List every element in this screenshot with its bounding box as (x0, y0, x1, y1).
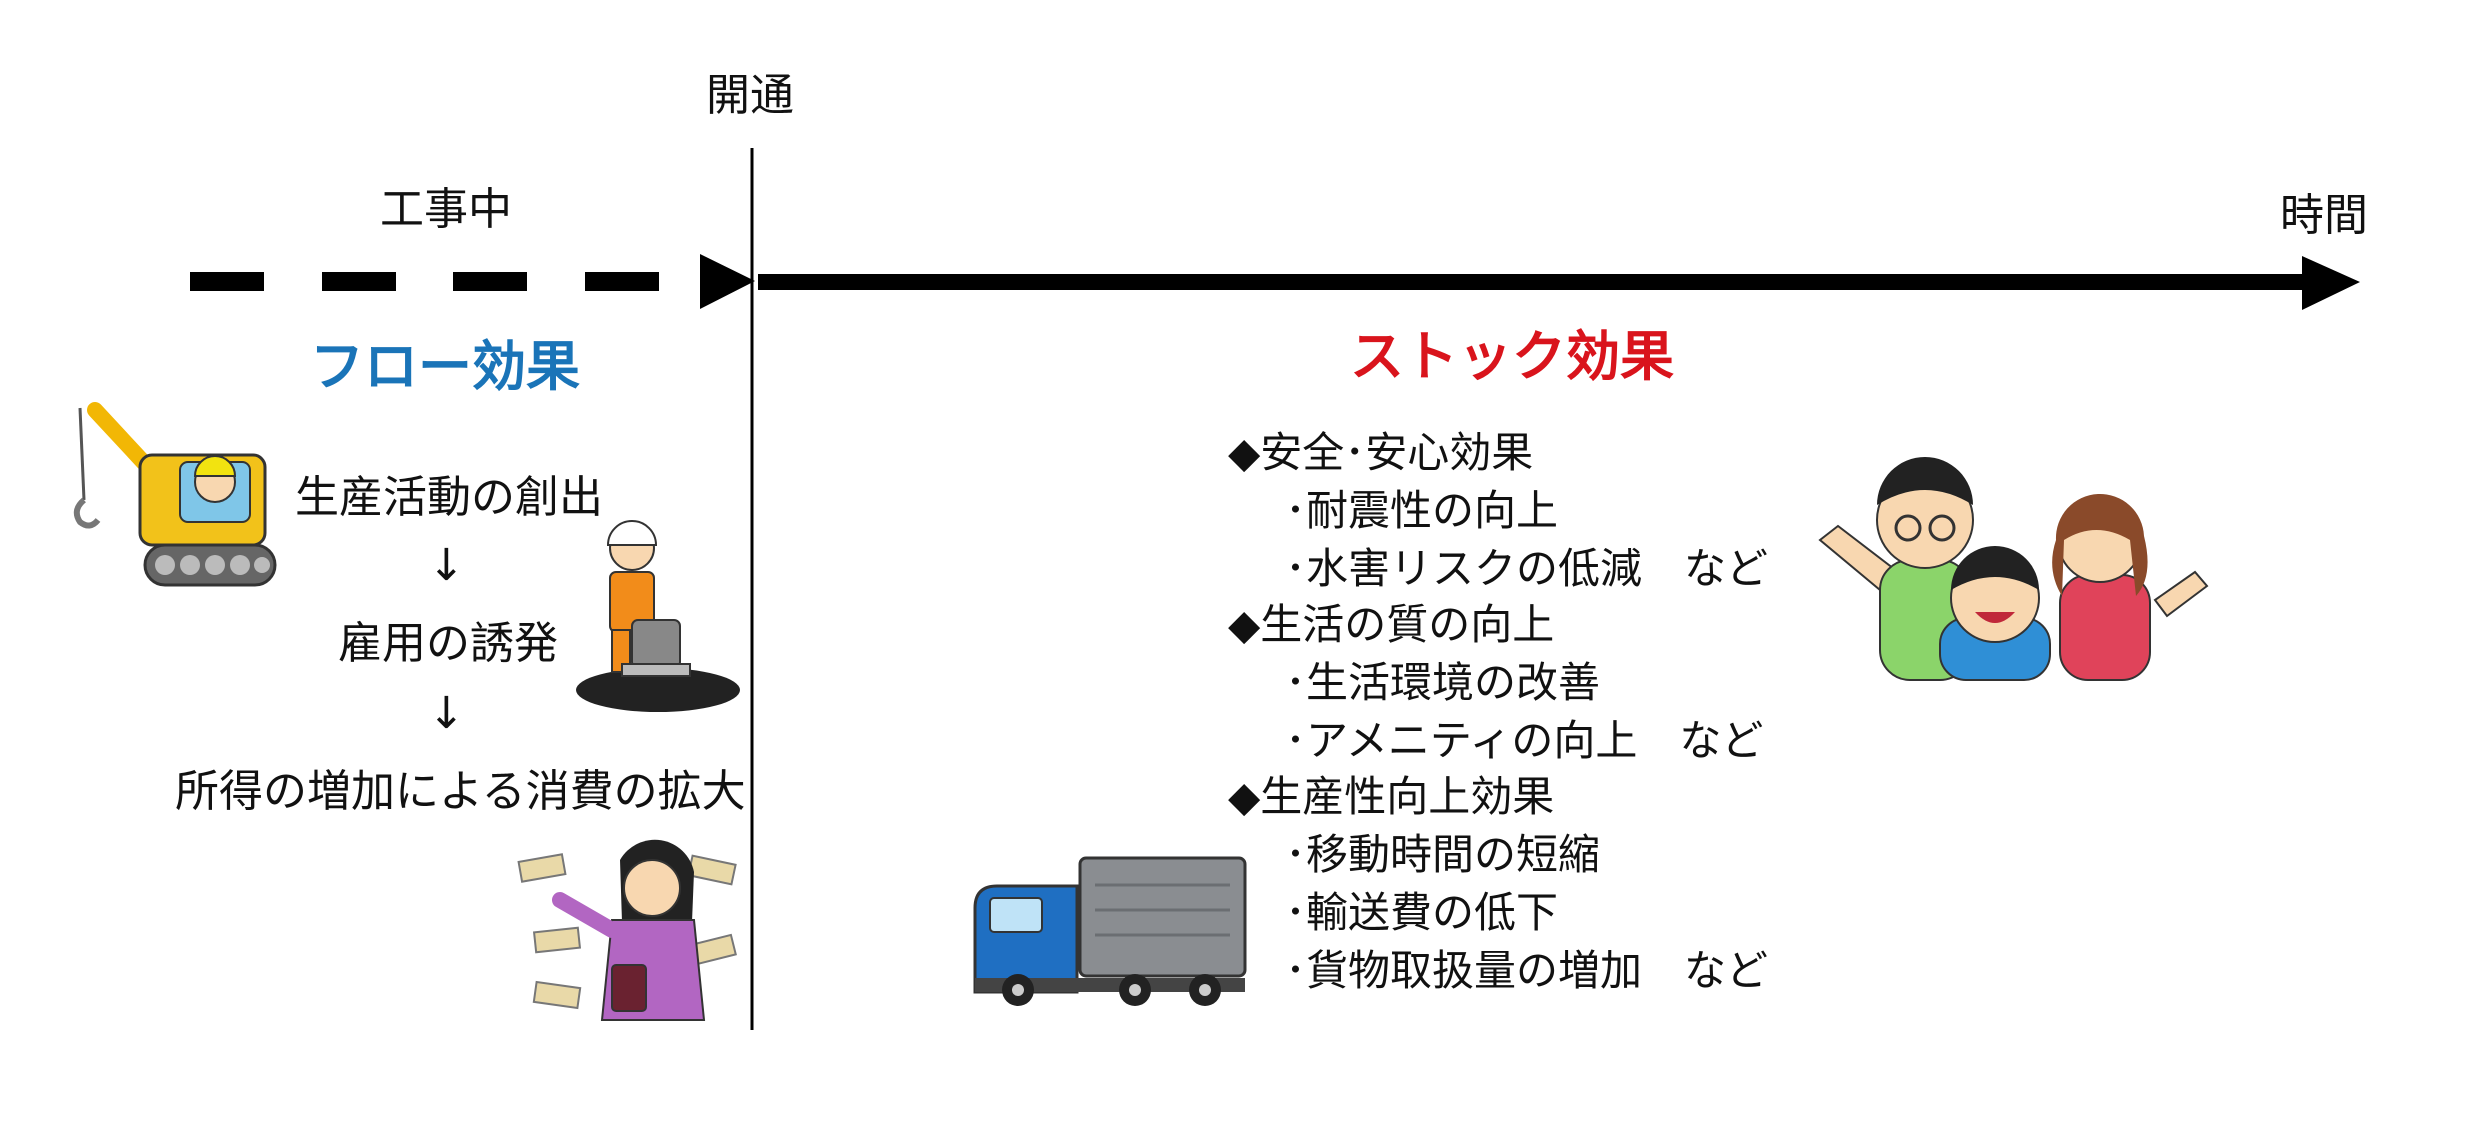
stock-item: ･アメニティの向上 など (1285, 716, 1764, 765)
stock-group-heading-productivity: ◆生産性向上効果 (1228, 772, 1555, 821)
flow-step-production: 生産活動の創出 (295, 472, 603, 523)
stock-group-heading-safety: ◆安全･安心効果 (1228, 428, 1534, 477)
stock-item: ･生活環境の改善 (1285, 658, 1601, 707)
cargo-truck-icon (973, 856, 1247, 1006)
time-arrow (758, 256, 2360, 310)
crane-truck-icon (73, 402, 277, 587)
stock-item: ･移動時間の短縮 (1285, 830, 1601, 879)
stock-item: ･貨物取扱量の増加 など (1285, 946, 1769, 995)
stock-item: ･輸送費の低下 (1285, 888, 1559, 937)
road-worker-icon (576, 520, 740, 712)
flow-step-employment: 雇用の誘発 (338, 618, 558, 669)
stock-group-heading-quality: ◆生活の質の向上 (1228, 600, 1555, 649)
flow-down-arrow: ↓ (428, 540, 465, 591)
time-label: 時間 (2280, 190, 2368, 241)
happy-family-icon (1818, 457, 2209, 681)
shopping-woman-icon (517, 839, 737, 1021)
opening-label: 開通 (706, 70, 794, 121)
construction-label: 工事中 (380, 184, 512, 235)
stock-item: ･水害リスクの低減 など (1285, 544, 1769, 593)
flow-down-arrow: ↓ (428, 688, 465, 739)
flow-effect-title: フロー効果 (310, 335, 580, 398)
stock-effect-title: ストック効果 (1350, 325, 1674, 388)
flow-step-consumption: 所得の増加による消費の拡大 (175, 766, 746, 817)
construction-dashed-arrow (190, 254, 755, 309)
stock-item: ･耐震性の向上 (1285, 486, 1559, 535)
